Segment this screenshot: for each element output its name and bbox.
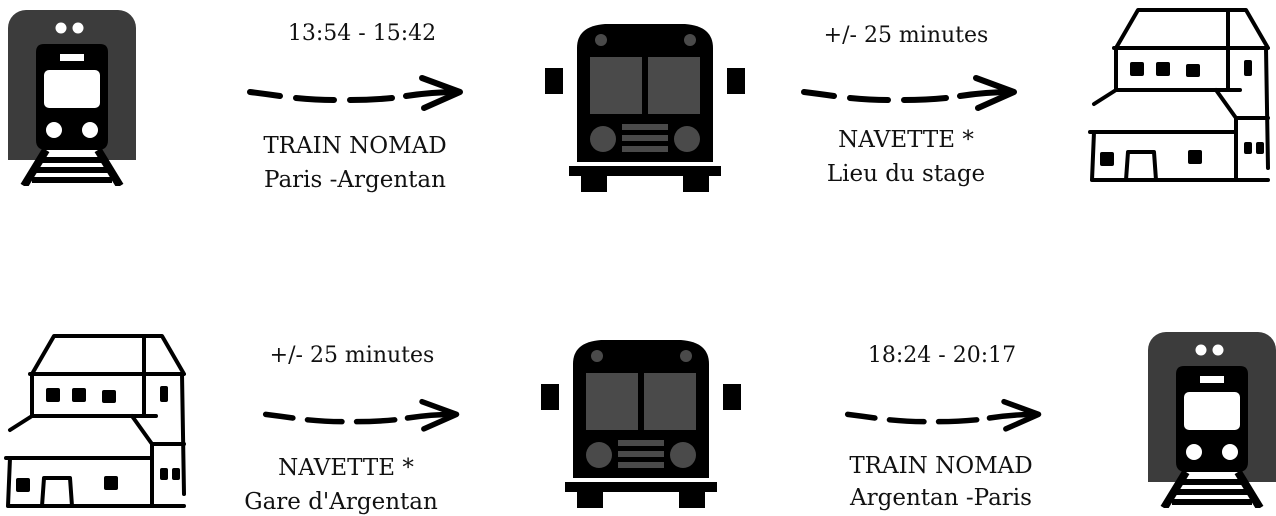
outbound-shuttle-label: NAVETTE * — [838, 127, 974, 153]
return-shuttle-time: +/- 25 minutes — [269, 343, 435, 368]
return-shuttle-destination: Gare d'Argentan — [244, 489, 438, 515]
arrow-icon — [800, 74, 1020, 118]
return-train-label: TRAIN NOMAD — [849, 453, 1033, 479]
return-train-route: Argentan -Paris — [850, 485, 1032, 511]
outbound-train-label: TRAIN NOMAD — [263, 133, 447, 159]
house-icon — [2, 334, 186, 510]
arrow-icon — [262, 398, 462, 438]
bus-icon — [541, 330, 741, 510]
outbound-train-route: Paris -Argentan — [264, 167, 446, 193]
train-icon — [1148, 332, 1276, 508]
return-shuttle-label: NAVETTE * — [278, 455, 414, 481]
bus-icon — [545, 14, 745, 194]
train-icon — [8, 10, 136, 186]
arrow-icon — [246, 74, 466, 118]
return-train-time: 18:24 - 20:17 — [867, 343, 1017, 368]
arrow-icon — [844, 398, 1044, 438]
outbound-shuttle-destination: Lieu du stage — [826, 161, 986, 187]
outbound-train-time: 13:54 - 15:42 — [287, 21, 437, 46]
house-icon — [1086, 8, 1270, 184]
outbound-shuttle-time: +/- 25 minutes — [823, 23, 989, 48]
